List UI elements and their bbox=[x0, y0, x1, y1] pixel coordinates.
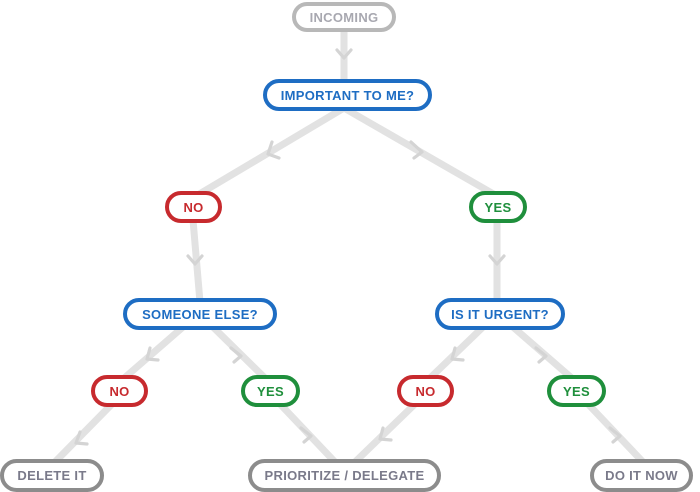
arrowhead-13 bbox=[608, 426, 622, 444]
is-it-urgent-question: IS IT URGENT? bbox=[435, 298, 565, 330]
do-it-now-outcome: DO IT NOW bbox=[590, 459, 693, 492]
urgent-no-node: NO bbox=[397, 375, 454, 407]
incoming-node: INCOMING bbox=[292, 2, 396, 32]
arrowhead-6 bbox=[145, 346, 160, 362]
not-important-no-node: NO bbox=[165, 191, 222, 223]
arrowhead-marks bbox=[74, 48, 622, 446]
arrowhead-5 bbox=[488, 254, 506, 266]
urgent-yes-node: YES bbox=[547, 375, 606, 407]
arrowhead-1 bbox=[335, 48, 353, 60]
edge-urgent-no bbox=[424, 323, 487, 384]
arrowhead-10 bbox=[74, 430, 89, 446]
arrowhead-11 bbox=[299, 426, 313, 444]
arrowhead-8 bbox=[450, 346, 465, 362]
arrowhead-7 bbox=[229, 346, 243, 364]
someone-else-question: SOMEONE ELSE? bbox=[123, 298, 277, 330]
arrowhead-9 bbox=[534, 346, 548, 364]
arrowhead-4 bbox=[186, 254, 204, 266]
arrowhead-2 bbox=[266, 140, 281, 160]
arrowhead-12 bbox=[378, 426, 393, 442]
edge-no-prioritize bbox=[351, 400, 419, 466]
prioritize-delegate-outcome: PRIORITIZE / DELEGATE bbox=[248, 459, 441, 492]
delete-it-outcome: DELETE IT bbox=[0, 459, 104, 492]
important-to-me-question: IMPORTANT TO ME? bbox=[263, 79, 432, 111]
important-yes-node: YES bbox=[469, 191, 527, 223]
arrowhead-3 bbox=[409, 140, 424, 160]
edge-no-delete bbox=[51, 400, 116, 466]
someone-else-no-node: NO bbox=[91, 375, 148, 407]
someone-else-yes-node: YES bbox=[241, 375, 300, 407]
edge-someone-no bbox=[118, 323, 187, 384]
